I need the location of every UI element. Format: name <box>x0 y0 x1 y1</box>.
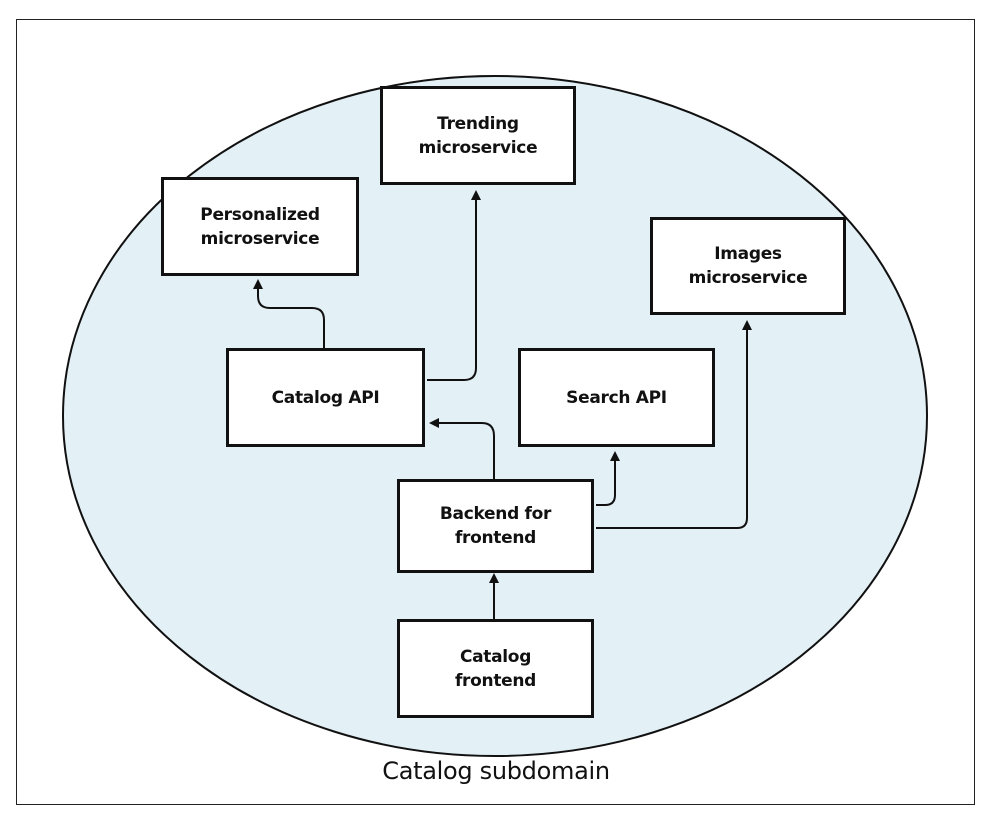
node-trending-microservice: Trending microservice <box>380 86 576 185</box>
node-images-microservice: Images microservice <box>650 217 846 315</box>
edge-catalog-api-to-personalized <box>253 279 325 349</box>
node-catalog-api: Catalog API <box>226 348 425 447</box>
subdomain-label: Catalog subdomain <box>382 757 610 785</box>
node-search-api-label: Search API <box>566 387 667 408</box>
node-backend-for-frontend: Backend for frontend <box>397 479 594 573</box>
edge-bff-to-search-api <box>596 451 620 506</box>
node-personalized-label: Personalized microservice <box>200 204 320 249</box>
node-catalog-api-label: Catalog API <box>271 387 380 408</box>
edge-bff-to-images <box>596 320 752 529</box>
node-images-label: Images microservice <box>688 244 808 288</box>
node-bff-label: Backend for frontend <box>439 504 552 548</box>
edge-bff-to-catalog-api <box>429 418 495 480</box>
node-personalized-microservice: Personalized microservice <box>161 177 359 276</box>
node-catalog-frontend-label: Catalog frontend <box>454 646 537 691</box>
node-trending-label: Trending microservice <box>418 113 538 158</box>
node-catalog-frontend: Catalog frontend <box>397 619 594 718</box>
edge-catalog-api-to-trending <box>427 190 481 381</box>
node-search-api: Search API <box>518 348 715 447</box>
